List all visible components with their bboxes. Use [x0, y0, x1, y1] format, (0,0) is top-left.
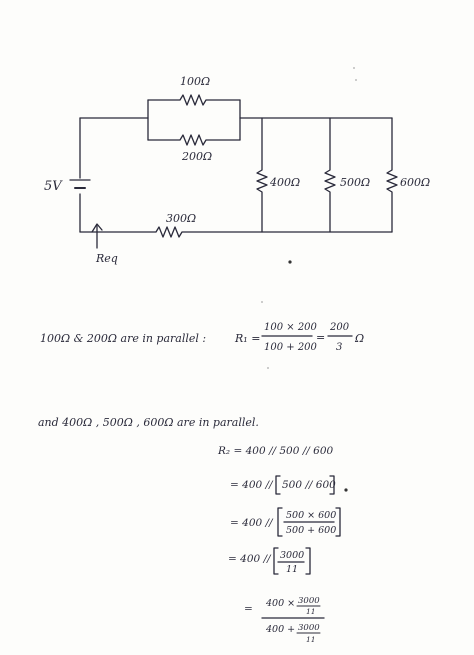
parallel-statement-1: 100Ω & 200Ω are in parallel :	[40, 332, 206, 345]
bracket-left	[275, 475, 281, 495]
req-label: Req	[95, 252, 118, 265]
resistor-100	[147, 94, 241, 106]
r1-result-denominator: 3	[336, 342, 342, 353]
r2-step-5-top-numerator: 3000	[298, 596, 320, 606]
circuit-diagram: 5V 100Ω 200Ω 400Ω 500Ω 600Ω 300Ω Req	[44, 75, 430, 265]
req-arrow-icon	[91, 223, 103, 249]
scan-speck	[355, 79, 357, 81]
r1-equals: =	[316, 331, 325, 344]
r1-result-numerator: 200	[329, 322, 350, 333]
r2-step-2: = 400 // 500 // 600	[230, 475, 336, 495]
resistor-300-label: 300Ω	[166, 212, 196, 225]
bracket-left	[277, 507, 283, 537]
resistor-200	[147, 134, 241, 146]
battery-symbol	[69, 179, 91, 189]
resistor-400	[256, 117, 268, 233]
r2-step-4: = 400 // 3000 11	[228, 547, 311, 575]
r1-lhs: R₁ =	[234, 332, 260, 345]
r1-numerator: 100 × 200	[264, 322, 318, 333]
r2-step-3-prefix: = 400 //	[230, 517, 274, 529]
scan-speck	[353, 67, 355, 69]
bracket-left	[273, 547, 279, 575]
r2-step-5-equals: =	[244, 603, 253, 615]
r2-step-2-prefix: = 400 //	[230, 479, 274, 491]
r2-step-3-numerator: 500 × 600	[286, 510, 336, 521]
r1-unit: Ω	[354, 332, 364, 345]
resistor-500	[324, 117, 336, 233]
resistor-300-wire	[79, 226, 393, 238]
r2-step-5-bottom-prefix: 400 +	[265, 624, 295, 635]
bracket-right	[335, 507, 341, 537]
resistor-500-label: 500Ω	[340, 176, 370, 189]
scan-speck	[267, 367, 269, 369]
resistor-200-label: 200Ω	[181, 150, 212, 163]
r2-step-5-bottom-numerator: 3000	[298, 623, 320, 633]
r2-step-5-top-prefix: 400 ×	[265, 598, 295, 609]
bracket-right	[305, 547, 311, 575]
r2-step-2-inner: 500 // 600	[282, 479, 336, 491]
ink-dot	[344, 488, 348, 492]
resistor-600	[386, 117, 398, 233]
bracket-right	[329, 475, 335, 495]
scan-speck	[261, 301, 263, 303]
source-voltage-label: 5V	[44, 179, 63, 194]
r1-equation: R₁ = 100 × 200 100 + 200 = 200 3 Ω	[234, 322, 364, 353]
r2-step-5-top-denominator: 11	[306, 607, 316, 616]
notes: 100Ω & 200Ω are in parallel : R₁ = 100 ×…	[38, 322, 364, 644]
resistor-400-label: 400Ω	[269, 176, 300, 189]
r2-step-5: = 400 × 3000 11 400 + 3000 11	[244, 596, 325, 644]
resistor-100-label: 100Ω	[180, 75, 210, 88]
r2-step-3: = 400 // 500 × 600 500 + 600	[230, 507, 341, 537]
r2-step-3-denominator: 500 + 600	[286, 525, 336, 536]
r2-definition: R₂ = 400 // 500 // 600	[217, 445, 334, 457]
r2-step-5-bottom-denominator: 11	[306, 635, 316, 644]
r1-denominator: 100 + 200	[264, 342, 318, 353]
r2-step-4-numerator: 3000	[280, 550, 304, 561]
resistor-600-label: 600Ω	[400, 176, 430, 189]
r2-step-4-denominator: 11	[286, 564, 298, 575]
ink-dot	[288, 260, 292, 264]
r2-step-4-prefix: = 400 //	[228, 553, 272, 565]
parallel-statement-2: and 400Ω , 500Ω , 600Ω are in parallel.	[38, 416, 259, 429]
